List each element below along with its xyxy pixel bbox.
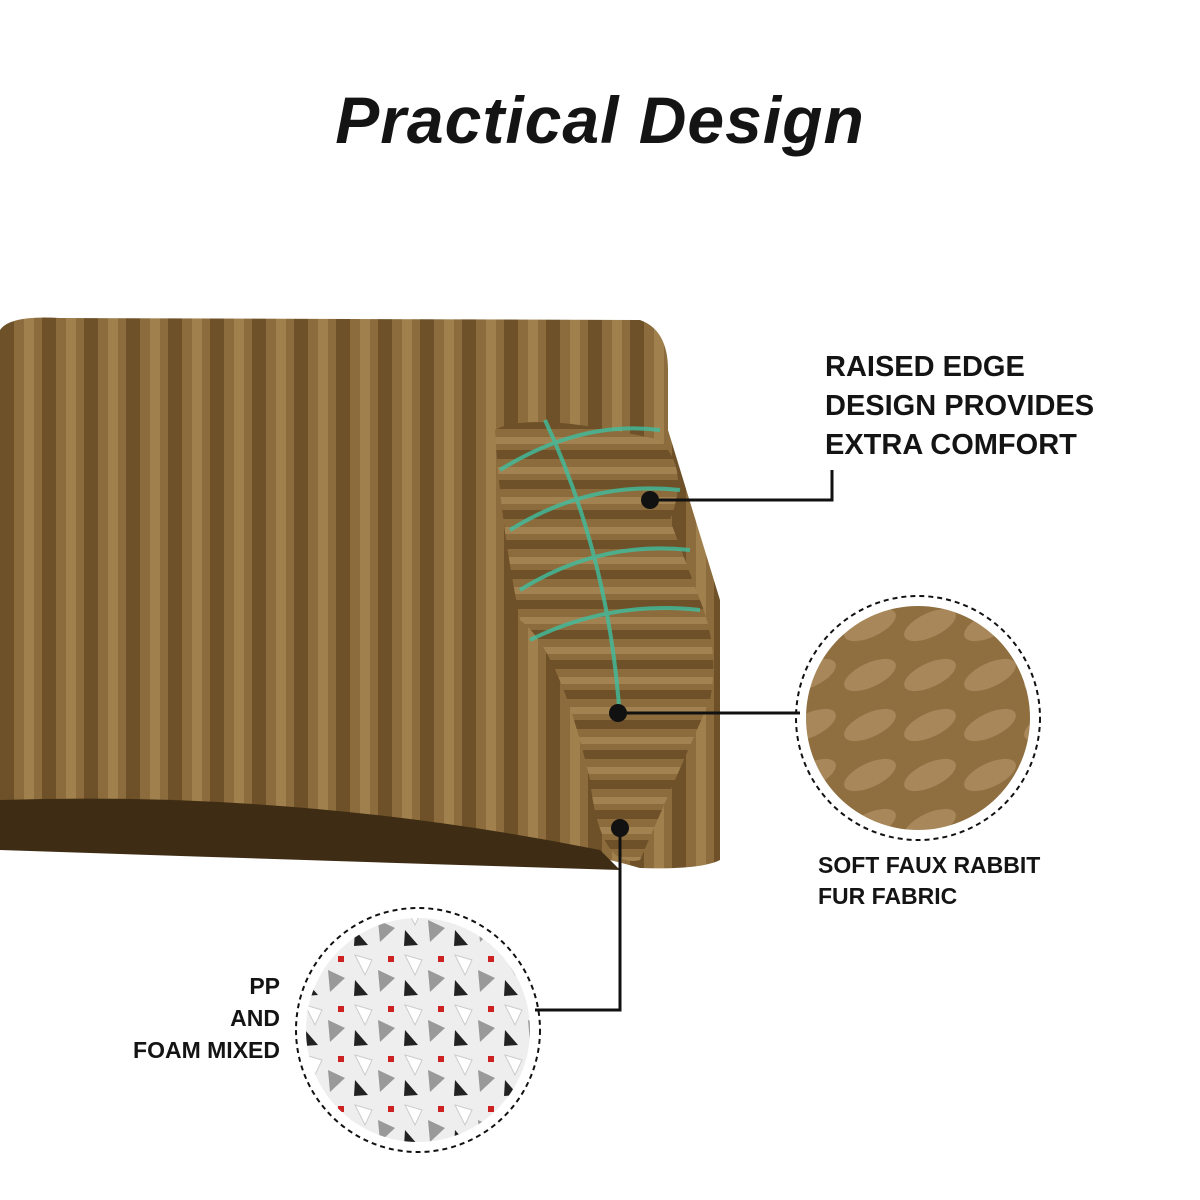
callout-line: PP	[249, 973, 280, 999]
raised-edge-callout: RAISED EDGE DESIGN PROVIDES EXTRA COMFOR…	[825, 348, 1094, 465]
callout-line: SOFT FAUX RABBIT	[818, 852, 1041, 878]
filling-callout: PP AND FOAM MIXED	[133, 970, 280, 1066]
callout-line: AND	[230, 1005, 280, 1031]
filling-detail-circle	[295, 907, 541, 1153]
callout-line: DESIGN PROVIDES	[825, 390, 1095, 422]
callout-dots	[609, 491, 659, 837]
callout-line: EXTRA COMFORT	[825, 429, 1077, 461]
callout-lines	[535, 470, 834, 1012]
fabric-callout: SOFT FAUX RABBIT FUR FABRIC	[818, 850, 1040, 912]
callout-line: FUR FABRIC	[818, 883, 958, 909]
fabric-detail-circle	[795, 595, 1041, 841]
callout-line: FOAM MIXED	[133, 1037, 280, 1063]
page-title: Practical Design	[335, 83, 865, 157]
sofa-bed	[0, 317, 720, 870]
watermark: 豆包AI生成	[1108, 1174, 1188, 1191]
callout-line: RAISED EDGE	[825, 351, 1025, 383]
